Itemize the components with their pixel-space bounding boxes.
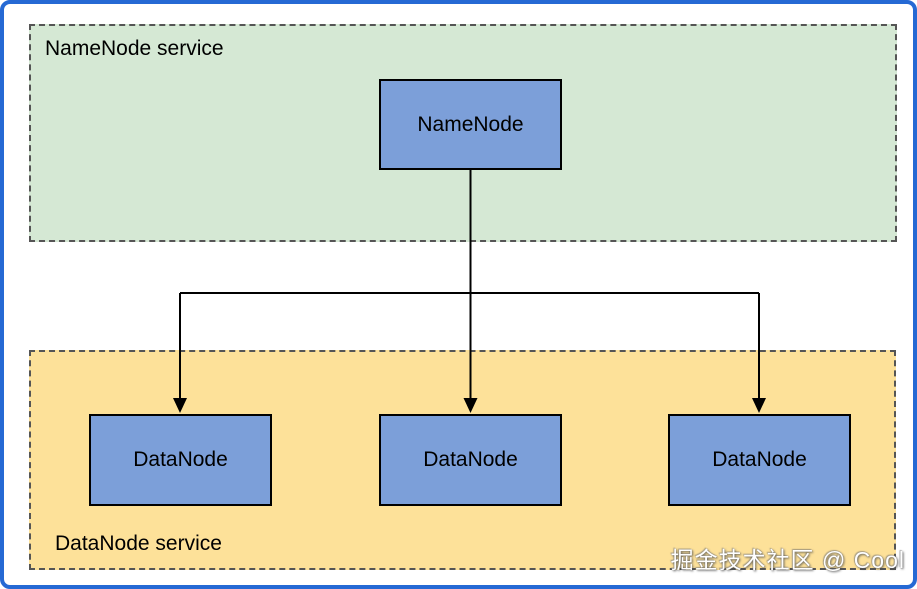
namenode-box-label: NameNode <box>417 112 524 136</box>
datanode-box-2: DataNode <box>379 414 562 506</box>
namenode-service-label: NameNode service <box>45 37 224 60</box>
datanode-box-2-label: DataNode <box>423 448 518 471</box>
watermark-text: 掘金技术社区 @ Cool <box>670 547 905 573</box>
namenode-box: NameNode <box>379 79 562 170</box>
datanode-box-3-label: DataNode <box>712 448 807 471</box>
datanode-box-1: DataNode <box>89 414 272 506</box>
datanode-service-label: DataNode service <box>55 532 222 555</box>
datanode-box-3: DataNode <box>668 414 851 506</box>
datanode-box-1-label: DataNode <box>133 448 228 471</box>
